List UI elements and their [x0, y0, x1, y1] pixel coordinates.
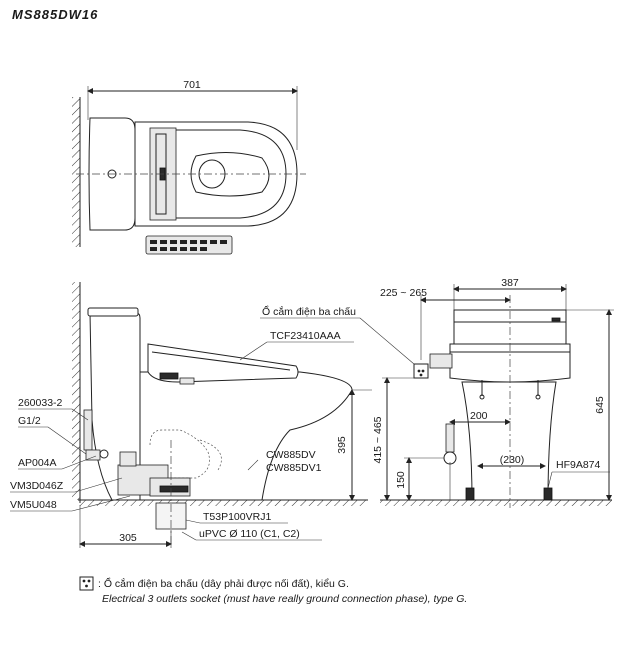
side-height-dim: 395: [336, 436, 348, 454]
legend-socket-icon: [79, 576, 94, 591]
model-code: MS885DW16: [12, 7, 98, 22]
label-part-4: VM3D046Z: [10, 480, 64, 492]
label-socket: Ổ cắm điện ba chấu: [262, 305, 356, 318]
label-part-3: AP004A: [18, 457, 57, 469]
front-floor-hatch: [380, 500, 612, 506]
front-supply-pipe: [445, 423, 455, 453]
top-wall-hatch: [72, 97, 80, 247]
label-part-5: VM5U048: [10, 499, 57, 511]
front-base-height-dim: 150: [395, 471, 407, 489]
top-remote: [145, 235, 233, 255]
side-seat: [147, 343, 299, 383]
label-body-2: CW885DV1: [266, 462, 322, 474]
front-supply-offset-dim: 200: [470, 410, 488, 422]
label-part-1: 260033-2: [18, 397, 63, 409]
label-valve: HF9A874: [556, 459, 601, 471]
side-bowl: [139, 371, 353, 501]
legend-line-vi: : Ổ cắm điện ba chấu (dây phải được nối …: [98, 577, 349, 590]
front-pedestal: [461, 381, 557, 501]
label-pipe: uPVC Ø 110 (C1, C2): [199, 528, 300, 540]
front-connector: [429, 353, 453, 369]
side-roughin-dim: 305: [119, 532, 137, 544]
front-socket-dim: 225 ~ 265: [380, 287, 427, 299]
front-total-height-dim: 645: [594, 396, 606, 414]
legend: : Ổ cắm điện ba chấu (dây phải được nối …: [79, 576, 467, 605]
front-socket-symbol: [413, 363, 429, 379]
side-floor-hatch: [78, 500, 368, 506]
front-view: 387 225 ~ 265 Ổ cắm điện ba chấu 645 415…: [260, 277, 614, 508]
front-base-width-dim: (230): [500, 454, 525, 466]
label-drain-part: T53P100VRJ1: [203, 511, 271, 523]
front-supply-height-dim: 415 ~ 465: [372, 416, 384, 463]
label-part-2: G1/2: [18, 415, 41, 427]
side-view: 395 305 TCF23410AAA CW885DV CW885DV1 260…: [10, 282, 372, 548]
label-seat: TCF23410AAA: [270, 330, 341, 342]
legend-line-en: Electrical 3 outlets socket (must have r…: [102, 593, 467, 605]
side-supply-pipe: [83, 409, 93, 451]
side-wall-hatch: [72, 282, 80, 500]
front-width-dim: 387: [501, 277, 519, 289]
top-view: 701: [72, 79, 306, 255]
top-width-dim: 701: [183, 79, 201, 91]
top-bowl-opening: [190, 151, 270, 197]
label-body-1: CW885DV: [266, 449, 316, 461]
side-seat-control: [159, 372, 179, 380]
